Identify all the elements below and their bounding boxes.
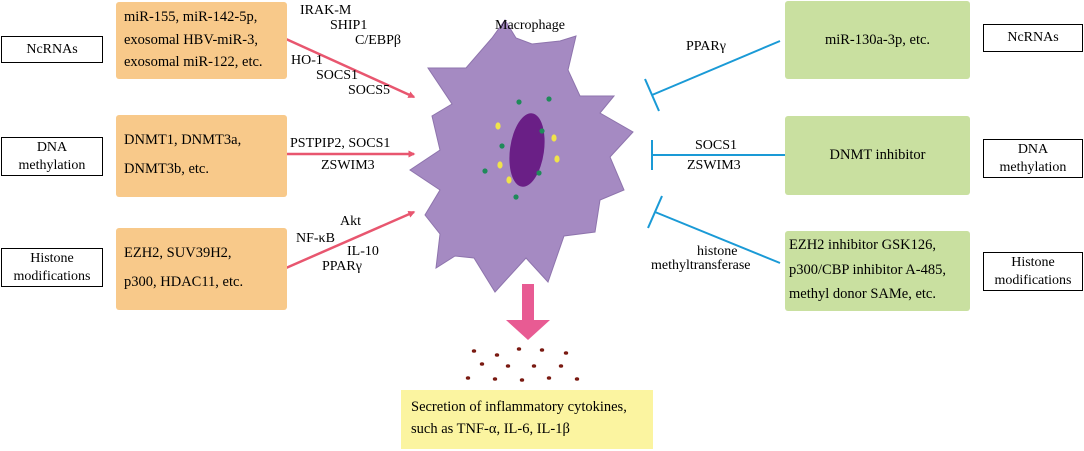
target-label: PPARγ xyxy=(322,259,362,274)
target-label: SOCS1 xyxy=(695,138,738,153)
right-items-histone: EZH2 inhibitor GSK126, p300/CBP inhibito… xyxy=(785,231,970,311)
left-items-ncrnas: miR-155, miR-142-5p, exosomal HBV-miR-3,… xyxy=(116,2,287,79)
left-items-histone: EZH2, SUV39H2, p300, HDAC11, etc. xyxy=(116,228,287,310)
target-label: IL-10 xyxy=(347,244,379,259)
category-label-line2: methylation xyxy=(18,157,86,173)
macrophage-title: Macrophage xyxy=(495,18,565,33)
target-label: PSTPIP2, SOCS1 xyxy=(290,136,391,151)
target-label: NF-κB xyxy=(296,231,335,246)
target-label: IRAK-M xyxy=(300,3,352,18)
category-label-line1: Histone xyxy=(30,250,74,266)
item-line: DNMT3b, etc. xyxy=(124,160,209,177)
category-label-line1: DNA xyxy=(1017,141,1049,157)
item-line: EZH2 inhibitor GSK126, xyxy=(789,237,937,253)
organelles xyxy=(482,96,560,200)
target-label: SHIP1 xyxy=(330,18,368,33)
cytokine-dots xyxy=(465,347,580,382)
right-category-ncrnas: NcRNAs xyxy=(983,24,1083,52)
item-line: EZH2, SUV39H2, xyxy=(124,245,232,261)
target-label: ZSWIM3 xyxy=(321,158,375,173)
category-label-line2: modifications xyxy=(994,272,1072,288)
item-line: DNMT1, DNMT3a, xyxy=(124,132,242,148)
target-label: SOCS1 xyxy=(316,68,359,83)
item-line: exosomal miR-122, etc. xyxy=(124,54,263,70)
activation-arrow-ncrnas xyxy=(285,37,416,99)
inhibition-line-histone xyxy=(647,195,781,264)
target-label: PPARγ xyxy=(686,39,726,54)
item-line: methyl donor SAMe, etc. xyxy=(789,286,936,302)
output-line: such as TNF-α, IL-6, IL-1β xyxy=(411,421,570,437)
item-line: p300/CBP inhibitor A-485, xyxy=(789,261,946,278)
item-line: miR-155, miR-142-5p, xyxy=(124,9,258,25)
right-items-dna-methylation: DNMT inhibitor xyxy=(785,116,970,195)
target-label: HO-1 xyxy=(291,53,323,68)
item-line: miR-130a-3p, etc. xyxy=(824,31,931,48)
right-items-ncrnas: miR-130a-3p, etc. xyxy=(785,1,970,79)
secretion-arrow xyxy=(506,284,550,340)
inhibition-line-dna-methylation xyxy=(651,140,785,170)
item-line: exosomal HBV-miR-3, xyxy=(124,31,258,48)
left-category-histone-modifications: Histone modifications xyxy=(1,248,103,287)
category-label-line1: Histone xyxy=(1011,254,1055,270)
left-items-dna-methylation: DNMT1, DNMT3a, DNMT3b, etc. xyxy=(116,115,287,197)
category-label: NcRNAs xyxy=(26,41,78,57)
item-line: p300, HDAC11, etc. xyxy=(124,273,244,290)
right-category-dna-methylation: DNA methylation xyxy=(983,139,1083,178)
category-label-line1: DNA xyxy=(36,139,68,155)
inhibition-line-ncrnas xyxy=(644,40,781,112)
target-label: ZSWIM3 xyxy=(687,158,741,173)
target-label: methyltransferase xyxy=(651,258,751,273)
item-line: DNMT inhibitor xyxy=(829,147,926,164)
activation-arrow-histone xyxy=(285,210,416,270)
left-category-dna-methylation: DNA methylation xyxy=(1,137,103,176)
right-category-histone-modifications: Histone modifications xyxy=(983,252,1083,291)
category-label-line2: modifications xyxy=(13,268,91,284)
category-label: NcRNAs xyxy=(1007,30,1059,45)
left-category-ncrnas: NcRNAs xyxy=(1,36,103,63)
cytokine-secretion-box: Secretion of inflammatory cytokines, suc… xyxy=(401,390,653,449)
output-line: Secretion of inflammatory cytokines, xyxy=(411,399,627,415)
target-label: C/EBPβ xyxy=(355,33,402,48)
nucleus xyxy=(509,113,545,187)
target-label: Akt xyxy=(340,214,361,229)
target-label: histone xyxy=(697,244,738,259)
target-label: SOCS5 xyxy=(348,83,391,98)
category-label-line2: methylation xyxy=(999,159,1067,175)
